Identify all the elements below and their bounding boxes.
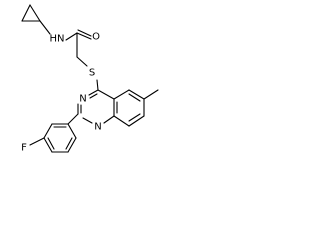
nitrogen-atom-label-upper: N <box>79 94 86 105</box>
fluorine-atom-label: F <box>21 143 27 154</box>
sulfur-atom-label: S <box>89 68 95 79</box>
benzo-ring <box>113 89 145 127</box>
bond-c2-phenyl <box>67 113 79 125</box>
bond-cyclopropyl-nh <box>39 20 51 35</box>
bond-nh-carbonyl <box>65 32 78 41</box>
carbonyl-double-bond <box>76 29 92 40</box>
bond <box>21 4 31 22</box>
bond <box>29 4 41 22</box>
bond-phenyl-f <box>29 137 45 146</box>
oxygen-atom-label: O <box>92 32 100 43</box>
bond-s-c4 <box>96 79 99 91</box>
cyclopropyl-ring <box>21 4 41 22</box>
bond-ch2-s <box>76 56 88 67</box>
bond-methyl <box>143 89 159 100</box>
fluorophenyl-ring <box>43 123 77 153</box>
nitrogen-atom-label-lower: N <box>94 122 101 133</box>
molecule-structure: HN O S N N F <box>21 4 159 154</box>
pyrimidine-ring <box>77 89 115 124</box>
nh-atom-label: HN <box>50 34 65 45</box>
